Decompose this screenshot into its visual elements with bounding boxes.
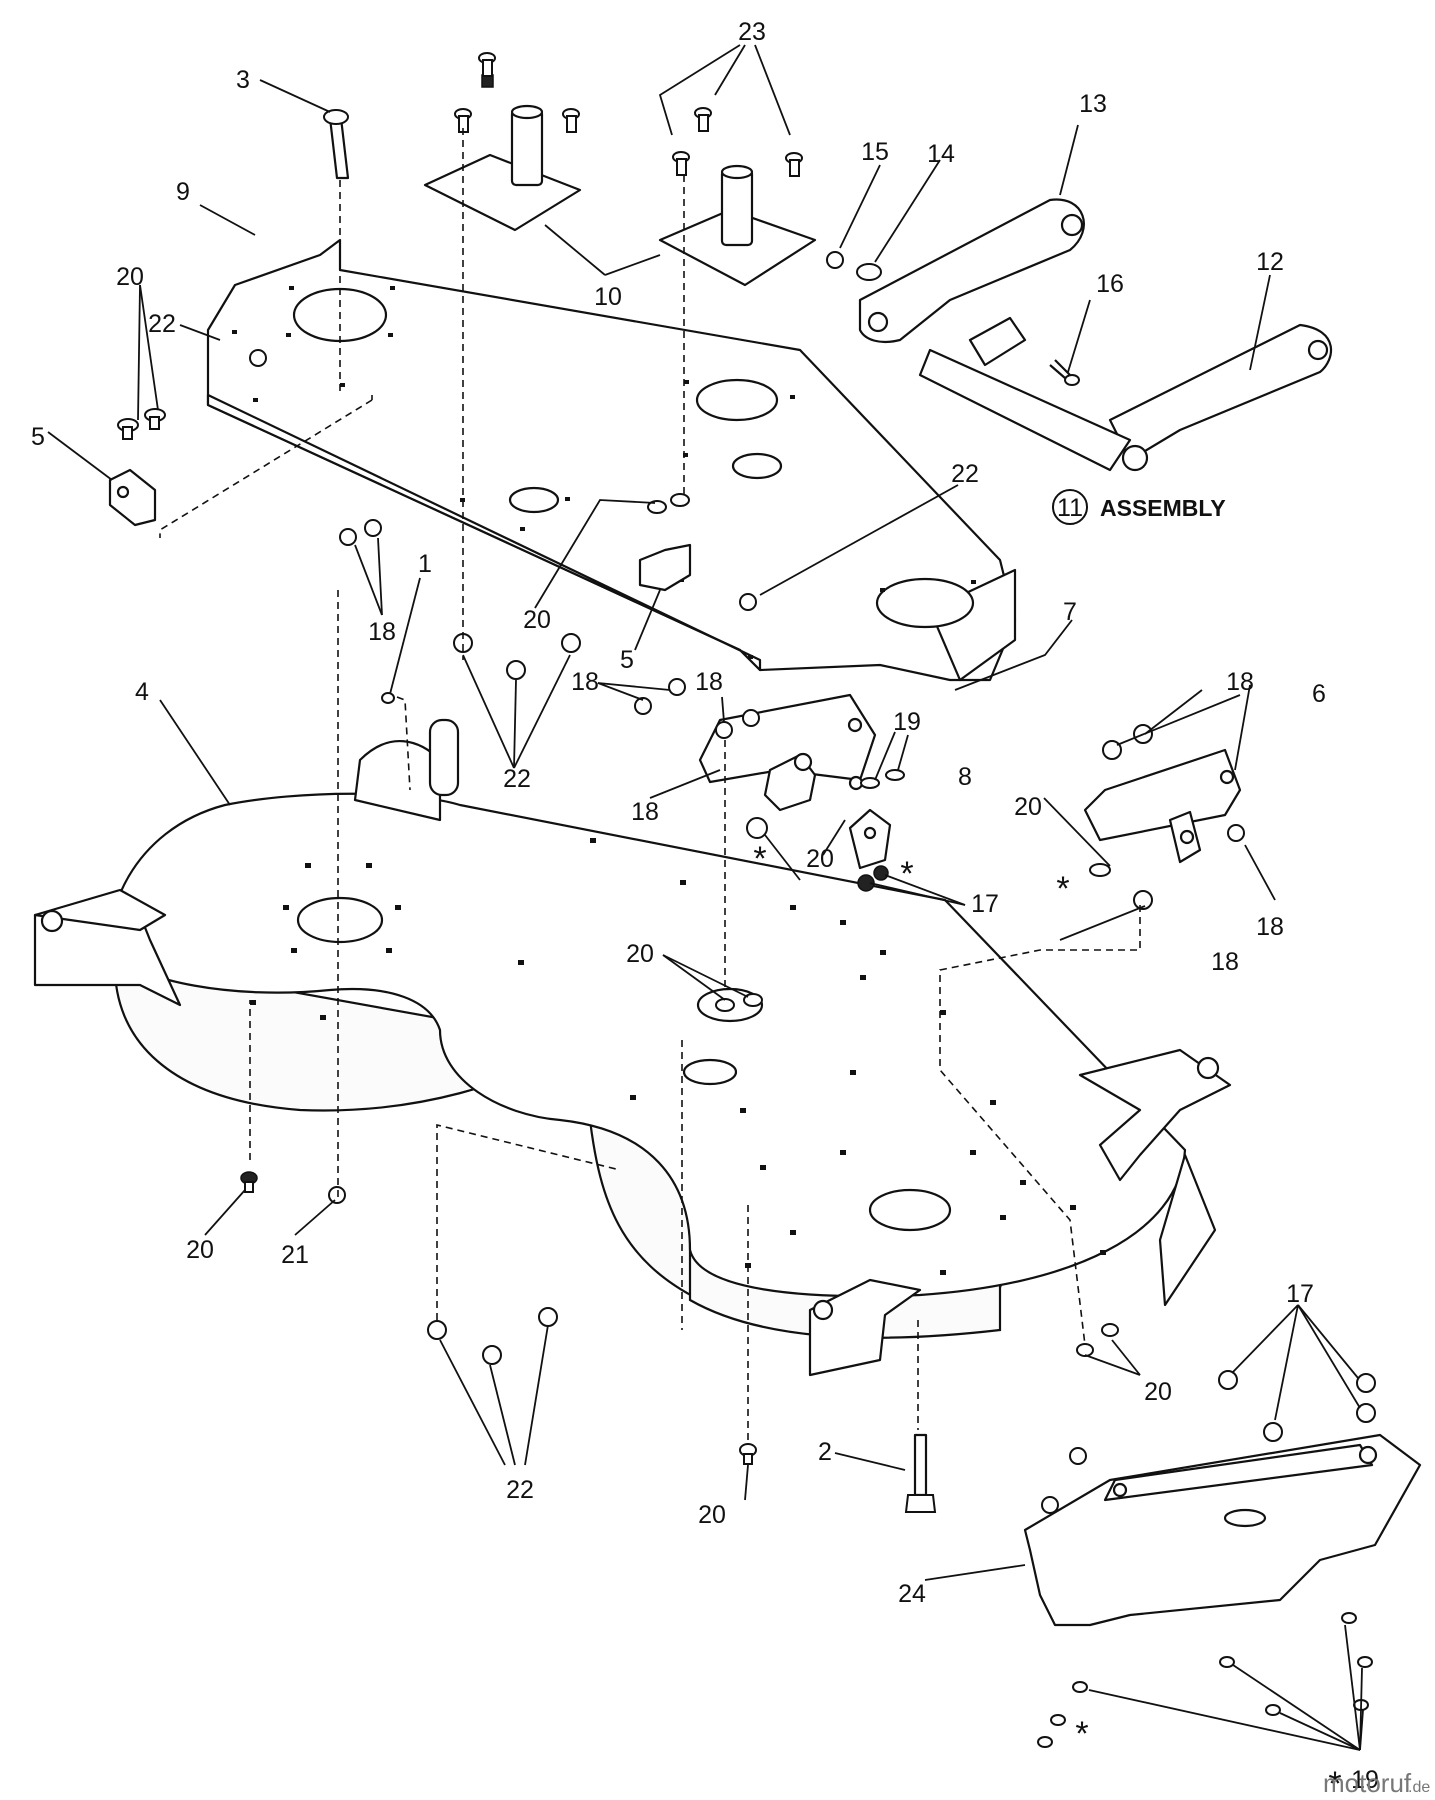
asterisk-c: * [1056,870,1069,908]
bracket-5-center [638,543,692,592]
callout-20-a: 20 [116,263,144,291]
clip-8 [848,808,892,870]
nut-15 [826,251,844,269]
callout-10: 10 [594,283,622,311]
bracket-6 [1083,748,1242,864]
asterisk-b: * [900,855,913,893]
belt-cover-plate [206,238,1017,682]
spindle-mount-right [658,164,817,287]
callout-18-g: 18 [1211,948,1239,976]
callout-1: 1 [418,550,432,578]
callout-19-bottom: 19 [1351,1766,1379,1794]
callout-20-c: 20 [806,845,834,873]
callout-22-a: 22 [148,310,176,338]
callout-20-g: 20 [1144,1378,1172,1406]
callout-11: 11 [1057,494,1083,522]
assembly-11-callout: 11 ASSEMBLY [1052,489,1226,525]
watermark-brand: motoruf [1323,1768,1412,1798]
callout-22-d: 22 [506,1476,534,1504]
callout-18-d: 18 [631,798,659,826]
callout-24: 24 [898,1580,926,1608]
callout-4: 4 [135,678,149,706]
callout-20-d: 20 [1014,793,1042,821]
leader-lines [47,44,1364,1751]
callout-23: 23 [738,18,766,46]
hardware-items [117,52,1376,1748]
callout-16: 16 [1096,270,1124,298]
callout-18-f: 18 [1256,913,1284,941]
asterisk-e: * [1328,1765,1341,1800]
callout-12: 12 [1256,248,1284,276]
assembly-label: ASSEMBLY [1100,495,1226,521]
callout-22-b: 22 [951,460,979,488]
bracket-5-left [108,468,157,527]
callout-22-c: 22 [503,765,531,793]
callout-2: 2 [818,1438,832,1466]
alignment-lines [159,128,1141,1440]
callout-14: 14 [927,140,955,168]
bolt-16 [1049,359,1080,386]
callout-18-a: 18 [368,618,396,646]
washer-14 [856,263,882,281]
splash-guard-24 [1023,1433,1422,1627]
callout-19-center: 19 [893,708,921,736]
callout-8: 8 [958,763,972,791]
watermark: motoruf .de [1323,1768,1430,1798]
callout-13: 13 [1079,90,1107,118]
spindle-mount-left [423,104,582,232]
callout-3: 3 [236,66,250,94]
callout-17-center: 17 [971,890,999,918]
callout-20-b: 20 [523,606,551,634]
callout-21: 21 [281,1241,309,1269]
callout-labels: 1 2 3 4 5 5 6 7 8 9 10 12 13 14 15 16 17… [31,18,1379,1800]
callout-20-e: 20 [626,940,654,968]
callout-18-c: 18 [695,668,723,696]
callout-17-right: 17 [1286,1280,1314,1308]
bracket-7 [698,693,877,812]
callout-18-e: 18 [1226,668,1254,696]
callout-20-f: 20 [186,1236,214,1264]
callout-5-left: 5 [31,423,45,451]
callout-20-h: 20 [698,1501,726,1529]
asterisk-a: * [753,840,766,878]
watermark-suffix: .de [1408,1779,1430,1796]
callout-18-b: 18 [571,668,599,696]
callout-15: 15 [861,138,889,166]
callout-5-center: 5 [620,646,634,674]
callout-9: 9 [176,178,190,206]
lift-arm-13 [858,198,1085,344]
callout-7: 7 [1063,598,1077,626]
asterisk-d: * [1075,1715,1088,1753]
lift-arm-12 [918,316,1333,472]
callout-6: 6 [1312,680,1326,708]
